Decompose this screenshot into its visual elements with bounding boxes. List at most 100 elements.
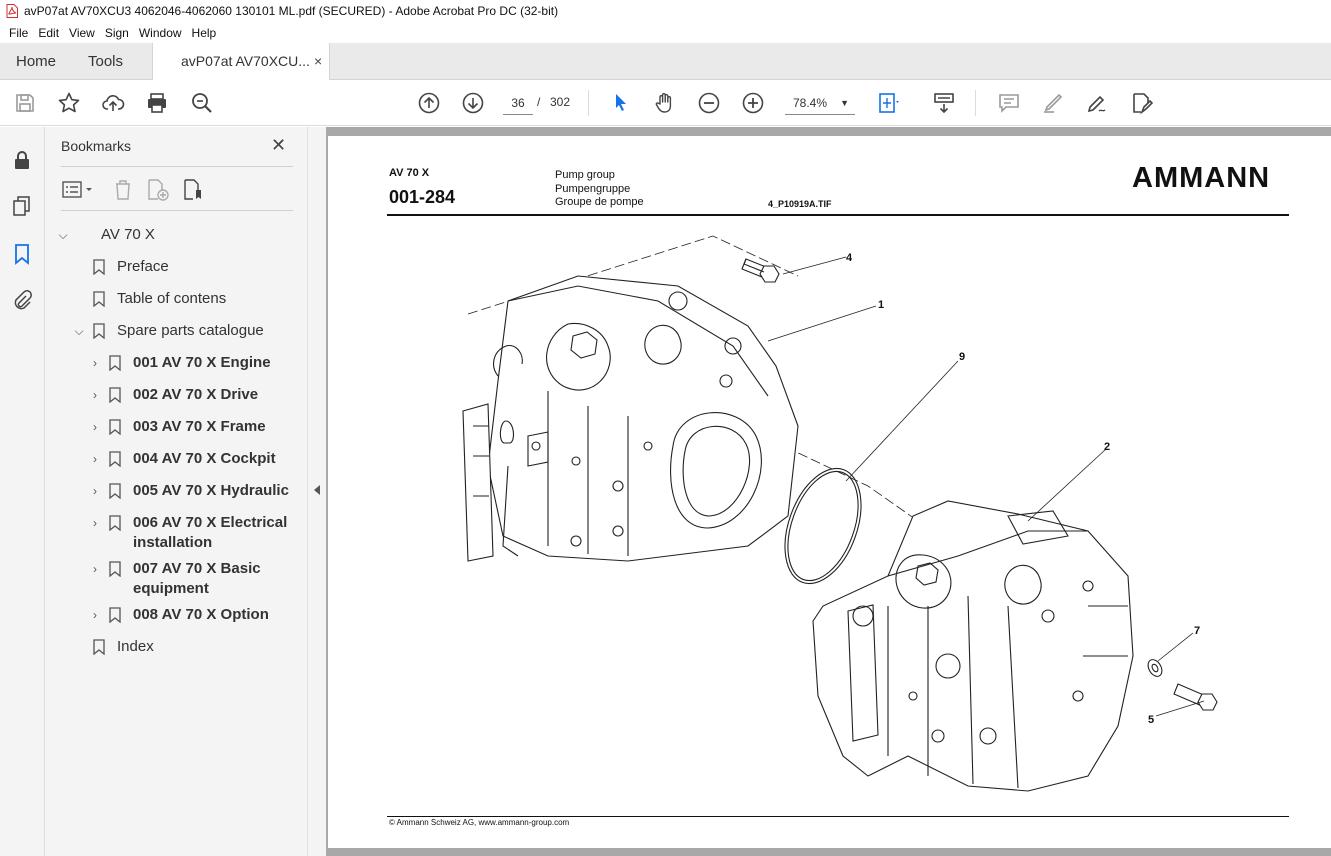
menu-file[interactable]: File bbox=[9, 25, 29, 40]
zoom-level-select[interactable]: 78.4% ▼ bbox=[785, 91, 855, 115]
page-code: 001-284 bbox=[389, 187, 456, 207]
divider bbox=[61, 166, 293, 167]
pages-icon[interactable] bbox=[11, 195, 33, 217]
bookmark-icon bbox=[109, 607, 121, 623]
menu-sign[interactable]: Sign bbox=[104, 25, 129, 40]
bookmark-panel-icon[interactable] bbox=[11, 243, 33, 265]
pump-part-2 bbox=[812, 500, 1134, 792]
chevron-down-icon[interactable]: ⌵ bbox=[58, 228, 68, 242]
hand-tool-icon[interactable] bbox=[653, 91, 677, 115]
o-ring-part-9 bbox=[784, 467, 862, 585]
chevron-right-icon[interactable]: › bbox=[93, 516, 97, 530]
document-view[interactable]: AV 70 X 001-284 Pump group Pumpengruppe … bbox=[326, 127, 1331, 856]
bookmark-icon bbox=[93, 323, 105, 339]
chevron-right-icon[interactable]: › bbox=[93, 452, 97, 466]
page-title-en: Pump group bbox=[555, 169, 615, 181]
menu-view[interactable]: View bbox=[69, 25, 95, 40]
chevron-right-icon[interactable]: › bbox=[93, 484, 97, 498]
tab-tools[interactable]: Tools bbox=[88, 53, 124, 70]
previous-page-icon[interactable] bbox=[417, 91, 441, 115]
toolbar-divider bbox=[588, 90, 589, 116]
bolt-part-5 bbox=[1173, 683, 1218, 711]
close-panel-button[interactable]: ✕ bbox=[271, 135, 287, 155]
lock-icon[interactable] bbox=[11, 149, 33, 171]
chevron-right-icon[interactable]: › bbox=[93, 420, 97, 434]
bookmark-label: Table of contens bbox=[117, 290, 227, 307]
cloud-upload-icon[interactable] bbox=[101, 91, 125, 115]
menu-help[interactable]: Help bbox=[191, 25, 217, 40]
window-title: avP07at AV70XCU3 4062046-4062060 130101 … bbox=[24, 4, 559, 18]
delete-bookmark-icon[interactable] bbox=[112, 177, 134, 203]
collapse-arrow-icon bbox=[314, 485, 320, 495]
page-model: AV 70 X bbox=[389, 167, 430, 179]
bookmark-label: 008 AV 70 X Option bbox=[133, 606, 269, 623]
comment-icon[interactable] bbox=[997, 91, 1021, 115]
page-total: 302 bbox=[550, 95, 571, 109]
bookmark-icon bbox=[93, 639, 105, 655]
menu-window[interactable]: Window bbox=[138, 25, 182, 40]
chevron-down-icon: ▼ bbox=[840, 98, 849, 108]
panel-collapse-handle[interactable] bbox=[307, 127, 326, 856]
page-file-name: 4_P10919A.TIF bbox=[768, 199, 832, 209]
callout-4: 4 bbox=[846, 252, 853, 264]
bookmark-label: AV 70 X bbox=[101, 226, 155, 243]
bookmark-icon bbox=[93, 259, 105, 275]
bookmark-icon bbox=[109, 355, 121, 371]
edit-document-icon[interactable] bbox=[1129, 91, 1153, 115]
star-icon[interactable] bbox=[57, 91, 81, 115]
chevron-right-icon[interactable]: › bbox=[93, 608, 97, 622]
bookmark-options-icon[interactable] bbox=[61, 177, 97, 203]
bookmark-label: 005 AV 70 X Hydraulic bbox=[133, 482, 289, 499]
chevron-down-icon[interactable]: ⌵ bbox=[74, 324, 84, 338]
menu-edit[interactable]: Edit bbox=[38, 25, 60, 40]
divider bbox=[61, 210, 293, 211]
zoom-in-icon[interactable] bbox=[741, 91, 765, 115]
fit-page-icon[interactable] bbox=[876, 91, 900, 115]
bookmark-label: Preface bbox=[117, 258, 169, 275]
bookmark-icon bbox=[93, 291, 105, 307]
toolbar: 36 / 302 78.4% ▼ bbox=[0, 80, 1331, 126]
page-title-fr: Groupe de pompe bbox=[555, 196, 644, 208]
attachment-icon[interactable] bbox=[11, 289, 33, 311]
chevron-right-icon[interactable]: › bbox=[93, 562, 97, 576]
page-footer: © Ammann Schweiz AG, www.ammann-group.co… bbox=[389, 818, 570, 827]
tab-bar: Home Tools avP07at AV70XCU... × bbox=[0, 43, 1331, 80]
bookmarks-title: Bookmarks bbox=[61, 138, 132, 154]
bookmark-label-line2: installation bbox=[133, 534, 213, 551]
callout-1: 1 bbox=[878, 299, 884, 311]
pdf-page: AV 70 X 001-284 Pump group Pumpengruppe … bbox=[328, 136, 1331, 848]
zoom-out-icon[interactable] bbox=[697, 91, 721, 115]
save-icon[interactable] bbox=[13, 91, 37, 115]
bookmark-label: Index bbox=[117, 638, 154, 655]
navigation-rail bbox=[0, 127, 45, 856]
print-icon[interactable] bbox=[145, 91, 169, 115]
bookmark-label: 004 AV 70 X Cockpit bbox=[133, 450, 276, 467]
washer-part-7 bbox=[1147, 659, 1163, 677]
select-cursor-icon[interactable] bbox=[609, 91, 633, 115]
chevron-right-icon[interactable]: › bbox=[93, 388, 97, 402]
tab-close-button[interactable]: × bbox=[314, 53, 323, 69]
tab-home[interactable]: Home bbox=[16, 53, 57, 70]
bookmark-label: Spare parts catalogue bbox=[117, 322, 264, 339]
read-mode-icon[interactable] bbox=[932, 91, 956, 115]
find-bookmark-icon[interactable] bbox=[181, 177, 207, 203]
bookmark-label-line2: equipment bbox=[133, 580, 209, 597]
chevron-right-icon[interactable]: › bbox=[93, 356, 97, 370]
tab-document[interactable]: avP07at AV70XCU... × bbox=[152, 43, 330, 80]
bookmark-label: 003 AV 70 X Frame bbox=[133, 418, 266, 435]
sign-pen-icon[interactable] bbox=[1085, 91, 1109, 115]
page-separator: / bbox=[537, 95, 541, 109]
bookmark-icon bbox=[109, 515, 121, 531]
page-number-input[interactable]: 36 bbox=[503, 91, 533, 115]
bookmark-label: 007 AV 70 X Basic bbox=[133, 560, 261, 577]
page-title-de: Pumpengruppe bbox=[555, 183, 631, 195]
bolt-part-4 bbox=[741, 258, 780, 283]
pdf-file-icon bbox=[6, 4, 18, 18]
new-bookmark-icon[interactable] bbox=[145, 177, 171, 203]
highlight-pen-icon[interactable] bbox=[1041, 91, 1065, 115]
zoom-search-icon[interactable] bbox=[190, 91, 214, 115]
title-bar: avP07at AV70XCU3 4062046-4062060 130101 … bbox=[0, 0, 1331, 22]
next-page-icon[interactable] bbox=[461, 91, 485, 115]
callout-2: 2 bbox=[1104, 441, 1110, 453]
callout-5: 5 bbox=[1148, 714, 1154, 726]
